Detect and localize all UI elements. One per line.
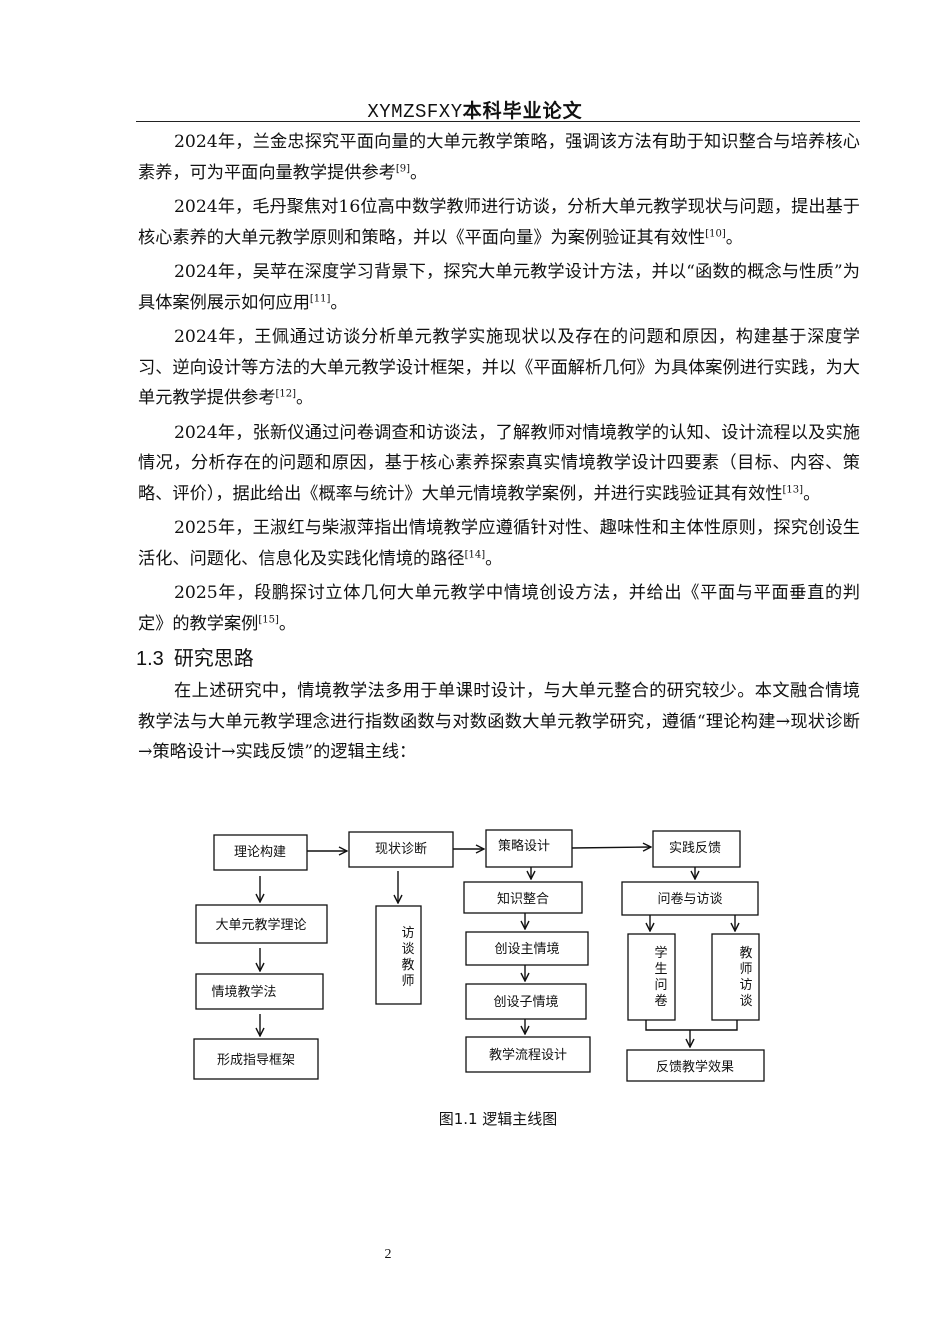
label-interview-teachers: 访谈教师	[401, 926, 414, 989]
label-teacher-interview: 教师访谈	[739, 945, 752, 1009]
box-knowledge-integration	[463, 881, 583, 914]
box-guide-framework	[193, 1038, 319, 1080]
box-sub-situation	[465, 983, 587, 1020]
box-teacher-interview	[711, 933, 760, 1021]
running-header: XYMZSFXY本科毕业论文	[0, 96, 950, 123]
label-feedback-effect: 反馈教学效果	[656, 1059, 734, 1075]
paragraph-research-approach: 在上述研究中，情境教学法多用于单课时设计，与大单元整合的研究较少。本文融合情境教…	[138, 681, 860, 762]
box-situational-method	[195, 973, 324, 1010]
label-strategy: 策略设计	[498, 838, 550, 854]
section-heading: 1.3 研究思路	[136, 643, 860, 674]
box-strategy	[485, 829, 573, 868]
label-theory: 理论构建	[234, 845, 286, 860]
label-guide-framework: 形成指导框架	[217, 1053, 295, 1068]
label-lesson-flow: 教学流程设计	[489, 1047, 567, 1063]
label-main-situation: 创设主情境	[494, 942, 559, 957]
paragraph-lit-14: 2025年，王淑红与柴淑萍指出情境教学应遵循针对性、趣味性和主体性原则，探究创设…	[138, 518, 860, 569]
header-latin: XYMZSFXY	[367, 101, 463, 123]
page-number: 2	[384, 1247, 392, 1262]
paragraph-lit-9: 2024年，兰金忠探究平面向量的大单元教学策略，强调该方法有助于知识整合与培养核…	[138, 132, 860, 183]
header-rule	[136, 121, 860, 122]
citation: [9]	[395, 162, 410, 174]
box-feedback-effect	[626, 1049, 765, 1082]
citation: [12]	[275, 388, 297, 400]
box-practice	[652, 830, 741, 868]
label-student-survey: 学生问卷	[654, 945, 667, 1009]
citation: [11]	[309, 292, 331, 304]
label-diagnosis: 现状诊断	[375, 842, 427, 857]
merge-connector	[645, 1020, 738, 1031]
section-title: 研究思路	[173, 646, 254, 670]
paragraph-lit-12: 2024年，王佩通过访谈分析单元教学实施现状以及存在的问题和原因，构建基于深度学…	[138, 327, 860, 408]
paragraph-lit-11: 2024年，吴苹在深度学习背景下，探究大单元教学设计方法，并以“函数的概念与性质…	[138, 262, 860, 313]
box-lesson-flow	[465, 1036, 591, 1073]
citation: [15]	[258, 613, 279, 625]
paragraph-lit-13: 2024年，张新仪通过问卷调查和访谈法，了解教师对情境教学的认知、设计流程以及实…	[138, 422, 860, 504]
box-big-unit-theory	[195, 904, 328, 944]
citation: [13]	[782, 483, 804, 495]
label-practice: 实践反馈	[669, 841, 721, 856]
box-diagnosis	[348, 831, 454, 868]
citation: [14]	[464, 548, 486, 560]
figure-caption: 图1.1 逻辑主线图	[438, 1110, 558, 1128]
label-sub-situation: 创设子情境	[493, 995, 558, 1010]
section-number: 1.3	[136, 648, 164, 670]
arrow-strategy-practice	[571, 847, 651, 848]
box-main-situation	[465, 931, 589, 966]
label-big-unit-theory: 大单元教学理论	[215, 917, 306, 933]
label-situational-method: 情境教学法	[211, 984, 276, 1000]
header-title: 本科毕业论文	[462, 100, 583, 122]
box-theory	[213, 834, 308, 871]
citation: [10]	[705, 227, 726, 239]
paragraph-lit-10: 2024年，毛丹聚焦对16位高中数学教师进行访谈，分析大单元教学现状与问题，提出…	[138, 197, 860, 248]
label-survey-interview: 问卷与访谈	[657, 891, 722, 907]
main-text: 2024年，兰金忠探究平面向量的大单元教学策略，强调该方法有助于知识整合与培养核…	[136, 127, 860, 772]
box-student-survey	[627, 933, 676, 1021]
box-interview-teachers	[375, 905, 422, 1005]
paragraph-lit-15: 2025年，段鹏探讨立体几何大单元教学中情境创设方法，并给出《平面与平面垂直的判…	[138, 583, 860, 634]
box-survey-interview	[621, 881, 759, 916]
label-knowledge-integration: 知识整合	[497, 891, 549, 907]
